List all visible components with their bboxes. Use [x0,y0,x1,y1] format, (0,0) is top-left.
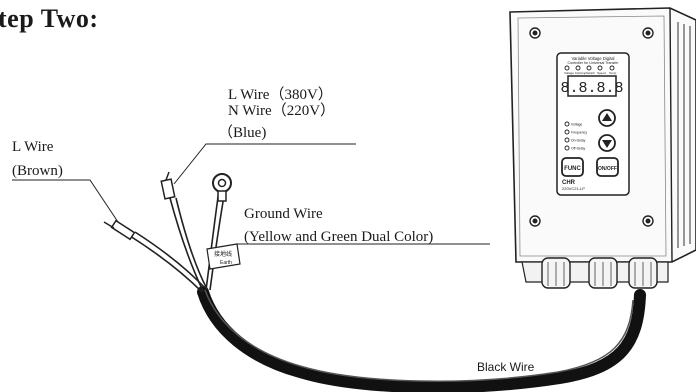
mode-label: On-Delay [571,139,586,143]
indicator-label: Voltage [564,71,574,75]
blue-label: （Blue) [218,125,267,141]
l-wire-label: L Wire [12,139,54,155]
onoff-button[interactable]: ON/OFF [598,166,617,172]
n-wire-220-label: N Wire（220V） [228,103,336,119]
seven-segment-display: 8.8.8.8 [560,80,623,97]
mode-label: Voltage [571,123,582,127]
ground-ring-terminal [212,173,232,202]
mode-label: Frequency [571,131,587,135]
black-cable [197,286,646,392]
leader-lines [12,143,490,245]
n-wire-terminal [160,171,176,200]
brown-label: (Brown) [12,163,63,179]
indicator-label: Speed [597,71,606,75]
svg-text:接地线: 接地线 [214,250,232,258]
indicator-label: Temp [609,71,617,75]
func-button[interactable]: FUNC [564,166,581,172]
yellow-green-label: (Yellow and Green Dual Color) [244,229,434,245]
ground-wire-label: Ground Wire [244,206,323,222]
model-label: 220VC21-LP [562,186,585,191]
controller-header-2: Controller for Universal Transfer [568,61,620,65]
l-wire-terminal [103,219,136,241]
mode-label: Off-Delay [571,147,586,151]
l-wire-380-label: L Wire（380V） [228,87,333,103]
step-heading: tep Two: [0,4,99,33]
brand-logo: CHR [562,180,576,186]
black-wire-label: Black Wire [477,360,535,374]
earth-tag: 接地线 Earth [206,243,241,270]
wires [129,189,226,293]
indicator-label: Kw/Amp [575,71,587,75]
svg-text:Earth: Earth [220,260,232,266]
indicator-label: Switch [586,71,595,75]
controller-header-1: Variable Voltage Digital [572,56,615,61]
controller-device [509,7,696,289]
